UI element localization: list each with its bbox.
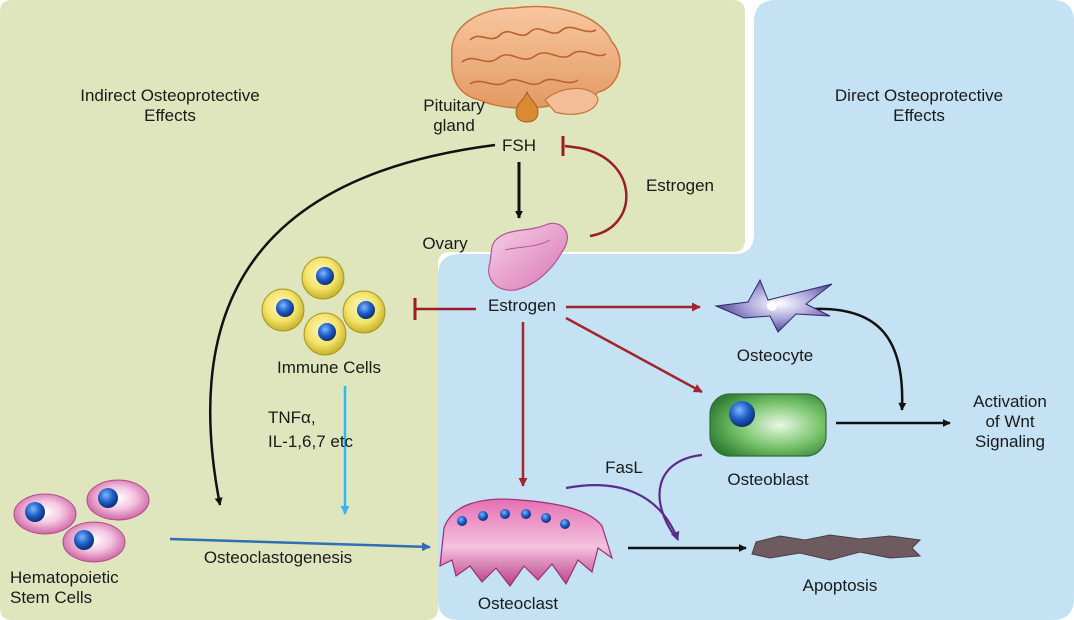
fsh-label: FSH (502, 136, 536, 155)
fasl-label: FasL (605, 458, 643, 477)
indirect-title-line1: Indirect Osteoprotective (80, 86, 260, 105)
ovary-icon (488, 222, 568, 291)
osteoblast-label: Osteoblast (727, 470, 809, 489)
activation-line2: of Wnt (985, 412, 1035, 431)
cytokines-line1: TNFα, (268, 408, 316, 427)
indirect-title-line2: Effects (144, 106, 196, 125)
immune-cells-icon (261, 256, 386, 356)
fasl-from-osteoclast-arrow (565, 484, 680, 541)
hsc-line2: Stem Cells (10, 588, 93, 607)
brain-icon (451, 5, 621, 115)
cytokines-label: TNFα, IL-1,6,7 etc (268, 408, 388, 452)
wnt-activation-label: Activation of Wnt Signaling (952, 392, 1068, 452)
osteocyte-label: Osteocyte (736, 346, 814, 365)
direct-effects-title: Direct Osteoprotective Effects (790, 86, 1048, 126)
osteocyte-icon (714, 278, 833, 333)
estrogen-to-osteoblast-arrow (565, 316, 703, 394)
osteoclast-icon (439, 498, 614, 588)
hsc-line1: Hematopoietic (10, 568, 119, 587)
ovary-fold (504, 239, 551, 251)
direct-title-line2: Effects (893, 106, 945, 125)
fasl-from-osteoblast-arrow (658, 453, 703, 539)
activation-line3: Signaling (975, 432, 1045, 451)
indirect-effects-title: Indirect Osteoprotective Effects (40, 86, 300, 126)
immune-cells-label: Immune Cells (277, 358, 381, 377)
osteoclastogenesis-label: Osteoclastogenesis (203, 548, 353, 567)
activation-line1: Activation (973, 392, 1047, 411)
hematopoietic-stem-cells-label: Hematopoietic Stem Cells (10, 568, 150, 608)
cytokines-line2: IL-1,6,7 etc (268, 432, 354, 451)
estrogen-feedback-label: Estrogen (645, 176, 715, 195)
direct-title-line1: Direct Osteoprotective (834, 86, 1004, 105)
hematopoietic-stem-cells-icon (13, 479, 150, 563)
osteocyte-to-wnt-arrow (811, 307, 907, 411)
osteoblast-icon (709, 393, 827, 457)
pituitary-gland-icon (515, 90, 539, 123)
osteoclast-label: Osteoclast (477, 594, 559, 613)
estrogen-feedback-inhibition (564, 144, 628, 238)
pituitary-line1: Pituitary (423, 96, 485, 115)
apoptosis-label: Apoptosis (802, 576, 878, 595)
pituitary-line2: gland (433, 116, 475, 135)
fsh-to-osteoclastogenesis-arrow (208, 143, 496, 506)
pituitary-gland-label: Pituitary gland (404, 96, 504, 136)
estrogen-center-label: Estrogen (487, 296, 557, 315)
ovary-label: Ovary (422, 234, 468, 253)
osteoclastogenesis-arrow (169, 537, 431, 552)
apoptotic-cell-icon (751, 534, 922, 561)
